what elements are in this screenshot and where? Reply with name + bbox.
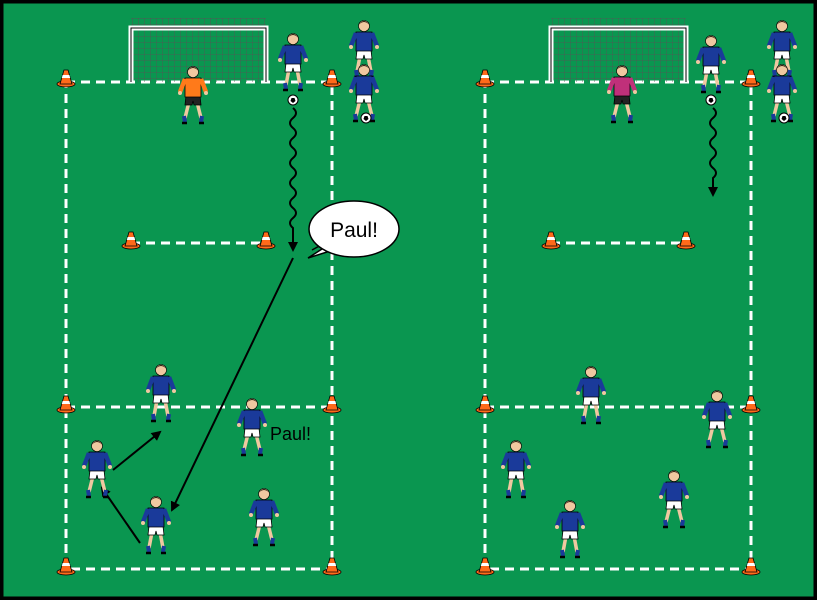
cones-layer bbox=[56, 69, 761, 576]
training-cone-icon bbox=[322, 557, 342, 576]
training-cone-icon bbox=[121, 231, 141, 250]
dribble-path-right bbox=[708, 107, 718, 197]
player-right-left bbox=[500, 440, 532, 499]
pass-arrow-long bbox=[170, 257, 294, 512]
right-field bbox=[483, 18, 753, 571]
dribble-path-left bbox=[288, 107, 298, 252]
balls-layer bbox=[287, 94, 790, 124]
player-left-receiver bbox=[140, 496, 172, 555]
run-arrow-up bbox=[100, 486, 141, 544]
training-cone-icon bbox=[741, 395, 761, 414]
training-cone-icon bbox=[322, 69, 342, 88]
training-cone-icon bbox=[322, 395, 342, 414]
soccer-ball-icon bbox=[705, 94, 717, 106]
training-cone-icon bbox=[541, 231, 561, 250]
training-cone-icon bbox=[475, 557, 495, 576]
player-left-runner bbox=[81, 440, 113, 499]
player-dribbler-right bbox=[695, 35, 727, 94]
right-field-boundary bbox=[483, 80, 753, 571]
player-queue-right-1 bbox=[766, 20, 798, 79]
left-field bbox=[64, 18, 334, 571]
goalkeeper-left bbox=[177, 66, 209, 125]
training-cone-icon bbox=[741, 69, 761, 88]
soccer-ball-icon bbox=[287, 94, 299, 106]
player-left-paul bbox=[236, 398, 268, 457]
goal-net-icon bbox=[548, 18, 689, 82]
player-right-lower bbox=[658, 470, 690, 529]
players-layer bbox=[81, 20, 798, 559]
run-arrow-diagonal bbox=[112, 430, 162, 471]
training-cone-icon bbox=[475, 395, 495, 414]
goal-net-icon bbox=[128, 18, 269, 82]
training-cone-icon bbox=[741, 557, 761, 576]
player-right-mid-right bbox=[701, 390, 733, 449]
training-cone-icon bbox=[56, 557, 76, 576]
left-field-boundary bbox=[64, 80, 334, 571]
training-cone-icon bbox=[256, 231, 276, 250]
soccer-ball-icon bbox=[778, 112, 790, 124]
speech-bubble-text: Paul! bbox=[330, 219, 378, 242]
goalkeeper-right bbox=[606, 65, 638, 124]
player-queue-right-2 bbox=[766, 64, 798, 123]
soccer-ball-icon bbox=[360, 112, 372, 124]
training-cone-icon bbox=[56, 395, 76, 414]
player-right-mid-upper bbox=[575, 366, 607, 425]
training-cone-icon bbox=[475, 69, 495, 88]
training-cone-icon bbox=[676, 231, 696, 250]
player-queue-left-2 bbox=[348, 64, 380, 123]
speech-bubble: Paul! bbox=[307, 200, 400, 259]
player-dribbler-left bbox=[277, 33, 309, 92]
training-cone-icon bbox=[56, 69, 76, 88]
player-left-defender bbox=[248, 488, 280, 547]
player-call-label: Paul! bbox=[270, 424, 311, 444]
player-left-mid-upper bbox=[145, 364, 177, 423]
player-right-bottom bbox=[554, 500, 586, 559]
player-queue-left-1 bbox=[348, 20, 380, 79]
